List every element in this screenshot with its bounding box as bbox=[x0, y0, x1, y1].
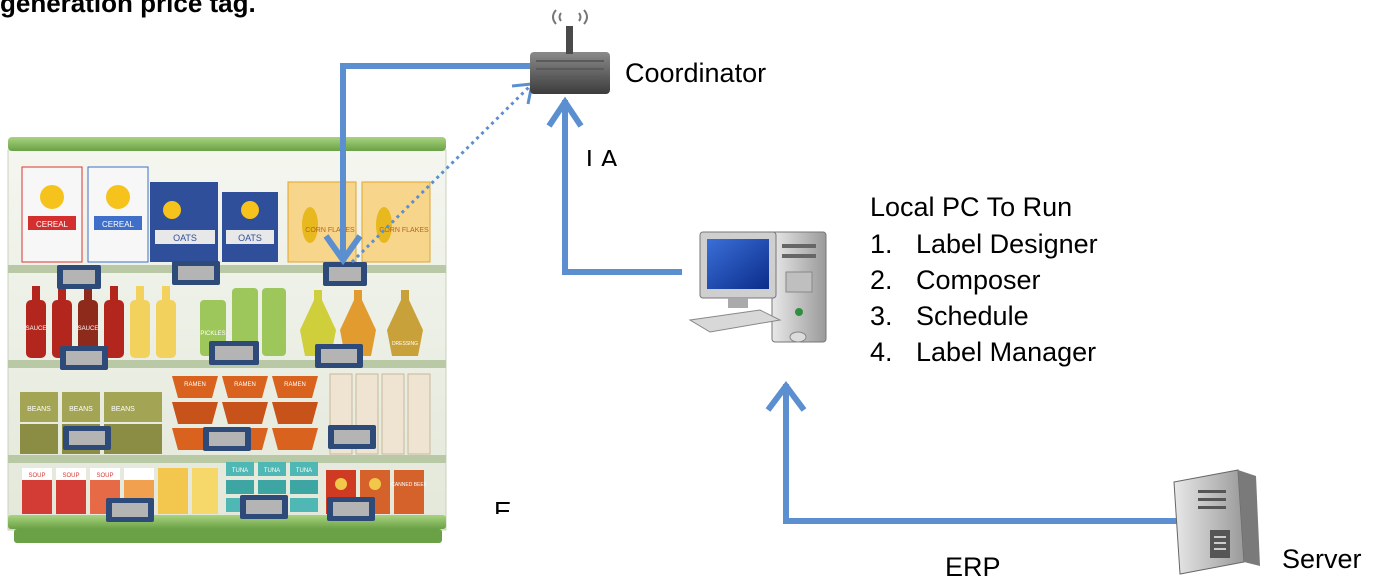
coordinator-label: Coordinator bbox=[625, 58, 767, 88]
row-4-products: SOUP SOUP SOUP TUNA TUNA TUNA CANNED BEE… bbox=[22, 462, 427, 514]
sauce-bottles: SAUCE SAUCE bbox=[26, 286, 176, 358]
price-tag bbox=[172, 261, 220, 285]
sauce-text: SAUCE bbox=[78, 326, 99, 332]
beans-text: BEANS bbox=[27, 406, 51, 413]
shelf-base bbox=[14, 529, 442, 543]
cereal-box: CEREAL bbox=[21, 166, 83, 263]
server-icon bbox=[1173, 469, 1260, 575]
dressing-text: DRESSING bbox=[392, 341, 418, 347]
composer-text: Composer bbox=[916, 265, 1041, 295]
tuna-text: TUNA bbox=[296, 468, 312, 474]
pickle-jars: PICKLES bbox=[200, 288, 286, 356]
label-designer-text: Label Designer bbox=[916, 229, 1098, 259]
shelf-bottom-rail bbox=[8, 515, 446, 529]
la-edge-label: LA bbox=[586, 144, 618, 166]
price-tag bbox=[106, 498, 154, 522]
price-tag bbox=[57, 265, 101, 289]
canned-beef-text: CANNED BEEF bbox=[391, 482, 427, 488]
list-item: 2.Composer bbox=[870, 265, 1041, 295]
price-tag bbox=[209, 341, 259, 365]
pickles-text: PICKLES bbox=[200, 331, 225, 337]
beans-text: BEANS bbox=[69, 406, 93, 413]
ramen-text: RAMEN bbox=[234, 382, 256, 388]
soup-text: SOUP bbox=[28, 473, 45, 479]
ramen-text: RAMEN bbox=[284, 382, 306, 388]
pc-to-coordinator-arrowhead bbox=[546, 96, 584, 128]
local-pc-functions-list: 1.Label Designer 2.Composer 3.Schedule 4… bbox=[870, 226, 1098, 370]
connectors bbox=[323, 63, 1178, 524]
coordinator-to-tag-arrowhead bbox=[323, 234, 363, 266]
price-tag bbox=[328, 425, 376, 449]
list-item: 1.Label Designer bbox=[870, 229, 1098, 259]
row-1-products: CEREAL CEREAL OATS OATS bbox=[21, 166, 431, 263]
list-item: 4.Label Manager bbox=[870, 337, 1097, 367]
beans-text: BEANS bbox=[111, 406, 135, 413]
shelf-board-3 bbox=[8, 455, 446, 463]
price-tag bbox=[327, 497, 375, 521]
row-2-products: SAUCE SAUCE PICKLES DRESSING bbox=[26, 286, 423, 358]
cereal-text: CEREAL bbox=[36, 220, 69, 229]
corn-flakes-boxes: CORN FLAKES CORN FLAKES bbox=[287, 181, 431, 263]
oats-boxes: OATS OATS bbox=[150, 182, 278, 262]
soup-text: SOUP bbox=[96, 473, 113, 479]
price-tag bbox=[60, 346, 108, 370]
coordinator-icon bbox=[530, 9, 610, 94]
cup-packs bbox=[329, 373, 431, 455]
oats-text: OATS bbox=[173, 233, 197, 243]
corn-flakes-text: CORN FLAKES bbox=[305, 227, 355, 234]
cereal-text: CEREAL bbox=[102, 220, 135, 229]
list-item: 3.Schedule bbox=[870, 301, 1029, 331]
store-shelf: CEREAL CEREAL OATS OATS bbox=[7, 137, 447, 543]
erp-arrow bbox=[783, 384, 1178, 524]
price-tags bbox=[57, 261, 376, 522]
pc-to-coordinator-arrow bbox=[562, 100, 682, 275]
server-label: Server bbox=[1282, 544, 1362, 574]
erp-label: ERP bbox=[945, 552, 1001, 582]
schedule-text: Schedule bbox=[916, 301, 1029, 331]
label-manager-text: Label Manager bbox=[916, 337, 1097, 367]
oats-text: OATS bbox=[238, 233, 262, 243]
local-pc-icon bbox=[688, 231, 827, 343]
price-tag bbox=[323, 262, 367, 286]
price-tag bbox=[240, 495, 288, 519]
soup-text: SOUP bbox=[62, 473, 79, 479]
corn-flakes-text: CORN FLAKES bbox=[379, 227, 429, 234]
price-tag bbox=[63, 426, 111, 450]
shelf-board-1 bbox=[8, 265, 446, 273]
price-tag bbox=[203, 427, 251, 451]
page-title: generation price tag. bbox=[0, 0, 256, 18]
e-edge-label: E bbox=[494, 496, 512, 514]
tuna-text: TUNA bbox=[264, 468, 280, 474]
shelf-top-rail bbox=[8, 137, 446, 151]
price-tag bbox=[315, 344, 363, 368]
erp-arrowhead bbox=[765, 381, 807, 412]
dressing-bottles: DRESSING bbox=[300, 290, 423, 356]
local-pc-title: Local PC To Run bbox=[870, 192, 1073, 222]
coordinator-to-tag-arrow bbox=[340, 63, 530, 258]
tuna-text: TUNA bbox=[232, 468, 248, 474]
ramen-text: RAMEN bbox=[184, 382, 206, 388]
cereal-box: CEREAL bbox=[87, 166, 149, 263]
sauce-text: SAUCE bbox=[26, 326, 47, 332]
